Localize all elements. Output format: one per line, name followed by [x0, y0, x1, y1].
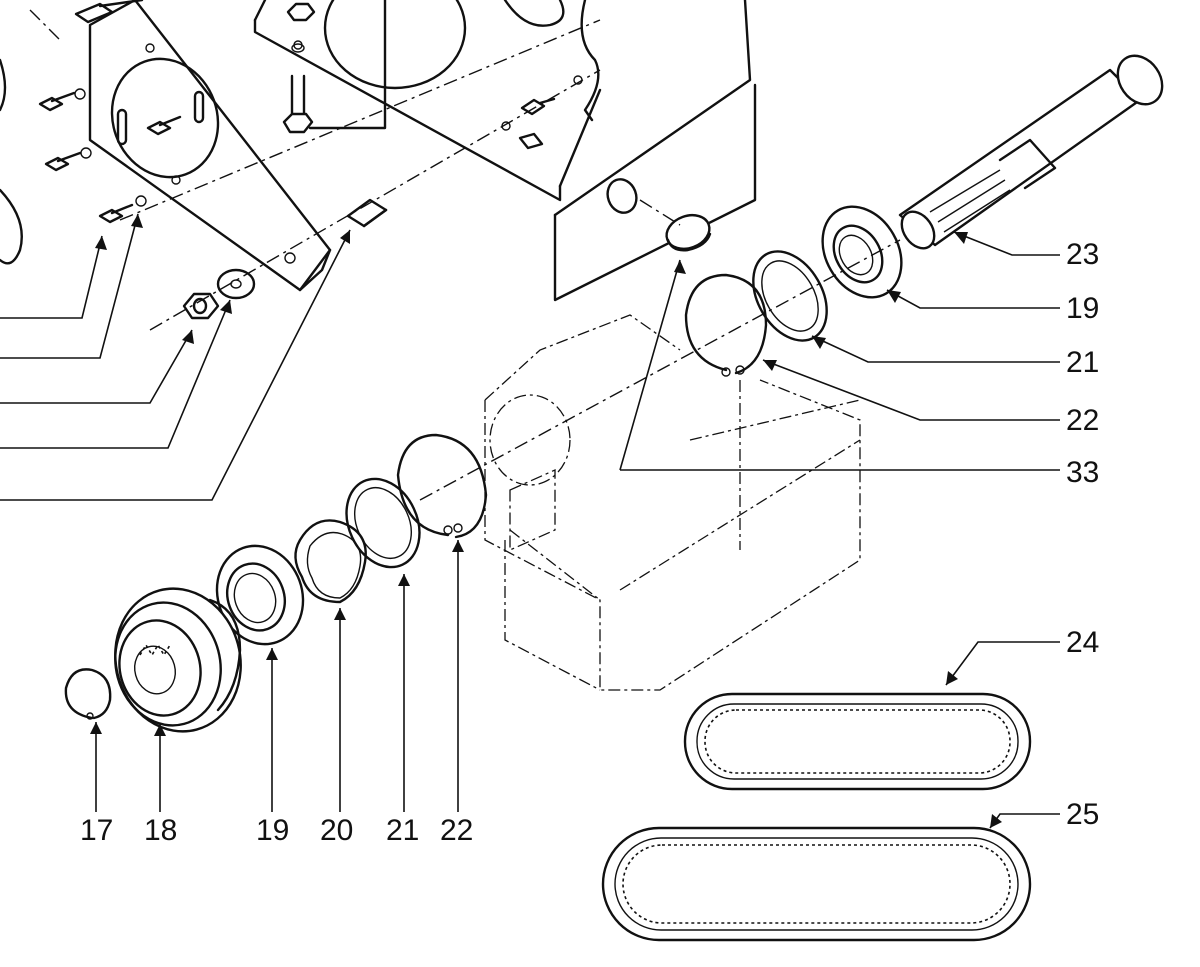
callout-21-lower: 21 — [386, 814, 419, 847]
retaining-ring — [64, 668, 112, 720]
plate-bolts — [501, 97, 556, 150]
snap-ring-lower — [396, 433, 488, 539]
pulley — [114, 587, 242, 733]
bearing-lower — [215, 544, 305, 646]
nut-and-washer — [182, 268, 256, 320]
drive-shaft — [898, 54, 1164, 250]
callout-24: 24 — [1066, 626, 1099, 659]
mounting-bolt — [282, 0, 387, 134]
callout-33: 33 — [1066, 456, 1099, 489]
callout-22-lower: 22 — [440, 814, 473, 847]
stud-bolt — [346, 198, 388, 228]
belt-24 — [683, 692, 1032, 791]
snap-ring-right — [684, 273, 768, 377]
bearing-right — [821, 205, 903, 299]
callout-25: 25 — [1066, 798, 1099, 831]
callout-17: 17 — [80, 814, 113, 847]
washer-lower — [345, 477, 421, 569]
callout-22-right: 22 — [1066, 404, 1099, 437]
machine-base-phantom — [484, 314, 861, 691]
motor-mount-plate — [253, 0, 602, 202]
callout-labels: 23 19 21 22 33 24 25 17 18 19 20 21 22 — [80, 238, 1099, 847]
callout-18: 18 — [144, 814, 177, 847]
assembly-axes — [29, 9, 901, 501]
callout-21-right: 21 — [1066, 346, 1099, 379]
callout-19-lower: 19 — [256, 814, 289, 847]
plug-cap — [665, 213, 712, 252]
screw-set — [38, 0, 182, 224]
belt-25 — [601, 826, 1032, 942]
leader-arrowheads — [90, 214, 1002, 828]
callout-20: 20 — [320, 814, 353, 847]
callout-23: 23 — [1066, 238, 1099, 271]
left-pulley-fragment — [0, 58, 23, 265]
wave-spring — [294, 519, 367, 604]
gear-housing — [553, 0, 757, 302]
bracket-plate — [88, 0, 332, 292]
callout-19-right: 19 — [1066, 292, 1099, 325]
leader-lines — [0, 213, 1060, 829]
